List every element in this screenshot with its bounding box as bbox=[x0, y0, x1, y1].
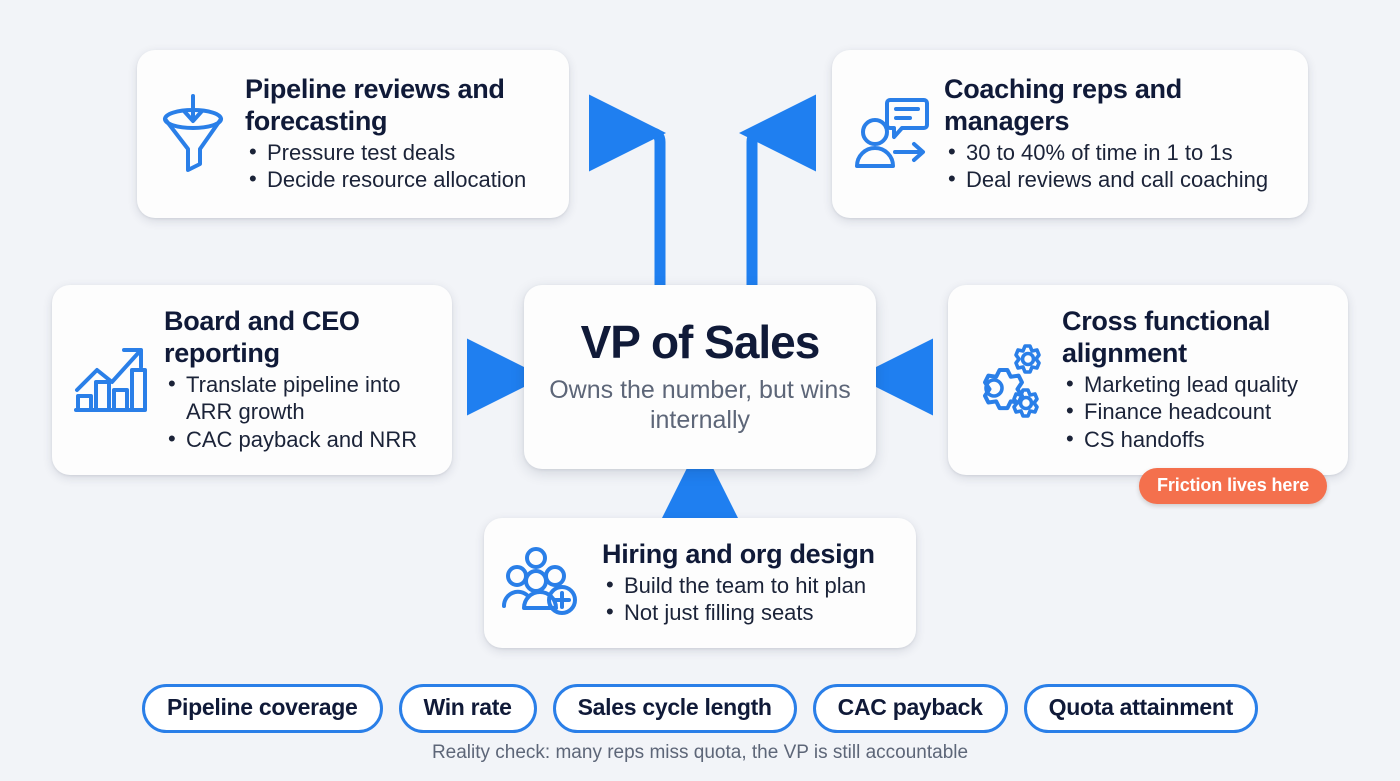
funnel-icon bbox=[155, 94, 231, 174]
list-item: Translate pipeline into ARR growth bbox=[164, 371, 434, 426]
reality-check-caption: Reality check: many reps miss quota, the… bbox=[431, 742, 969, 763]
pill-quota-attainment[interactable]: Quota attainment bbox=[1023, 684, 1258, 734]
pill-sales-cycle-length[interactable]: Sales cycle length bbox=[552, 684, 797, 734]
list-item: CAC payback and NRR bbox=[164, 426, 434, 454]
card-bullets: Build the team to hit plan Not just fill… bbox=[602, 572, 898, 628]
card-title: Cross functional alignment bbox=[1062, 305, 1271, 368]
card-bullets: Translate pipeline into ARR growth CAC p… bbox=[164, 371, 434, 454]
metric-pills-row: Pipeline coverage Win rate Sales cycle l… bbox=[0, 684, 1400, 734]
center-node-title: VP of Sales bbox=[580, 316, 821, 369]
list-item: Marketing lead quality bbox=[1062, 371, 1330, 399]
card-title: Hiring and org design bbox=[602, 538, 875, 569]
card-body: Hiring and org design Build the team to … bbox=[598, 539, 898, 628]
card-body: Pipeline reviews and forecasting Pressur… bbox=[245, 74, 551, 194]
friction-badge: Friction lives here bbox=[1139, 468, 1328, 504]
card-body: Coaching reps and managers 30 to 40% of … bbox=[944, 74, 1290, 194]
card-bullets: 30 to 40% of time in 1 to 1s Deal review… bbox=[944, 139, 1290, 195]
pill-cac-payback[interactable]: CAC payback bbox=[812, 684, 1008, 734]
card-body: Cross functional alignment Marketing lea… bbox=[1062, 306, 1330, 454]
pill-pipeline-coverage[interactable]: Pipeline coverage bbox=[142, 684, 383, 734]
arrow-to-coaching bbox=[739, 94, 816, 288]
pill-win-rate[interactable]: Win rate bbox=[398, 684, 537, 734]
card-body: Board and CEO reporting Translate pipeli… bbox=[164, 306, 434, 453]
list-item: Not just filling seats bbox=[602, 599, 898, 627]
arrow-to-pipeline bbox=[589, 94, 666, 288]
card-board-ceo-reporting[interactable]: Board and CEO reporting Translate pipeli… bbox=[52, 285, 452, 475]
list-item: Build the team to hit plan bbox=[602, 572, 898, 600]
card-title: Coaching reps and managers bbox=[944, 73, 1182, 136]
bar-chart-growth-icon bbox=[70, 340, 150, 420]
card-bullets: Pressure test deals Decide resource allo… bbox=[245, 139, 551, 195]
list-item: 30 to 40% of time in 1 to 1s bbox=[944, 139, 1290, 167]
card-coaching-reps[interactable]: Coaching reps and managers 30 to 40% of … bbox=[832, 50, 1308, 218]
card-pipeline-reviews[interactable]: Pipeline reviews and forecasting Pressur… bbox=[137, 50, 569, 218]
list-item: Finance headcount bbox=[1062, 398, 1330, 426]
list-item: Decide resource allocation bbox=[245, 166, 551, 194]
person-speech-bubble-icon bbox=[850, 94, 930, 174]
list-item: CS handoffs bbox=[1062, 426, 1330, 454]
people-add-icon bbox=[502, 544, 584, 622]
card-title: Pipeline reviews and forecasting bbox=[245, 73, 505, 136]
card-title: Board and CEO reporting bbox=[164, 306, 360, 369]
card-hiring-org-design[interactable]: Hiring and org design Build the team to … bbox=[484, 518, 916, 648]
gears-icon bbox=[966, 340, 1048, 420]
card-cross-functional-alignment[interactable]: Cross functional alignment Marketing lea… bbox=[948, 285, 1348, 475]
card-bullets: Marketing lead quality Finance headcount… bbox=[1062, 371, 1330, 454]
list-item: Deal reviews and call coaching bbox=[944, 166, 1290, 194]
list-item: Pressure test deals bbox=[245, 139, 551, 167]
center-node-vp-of-sales[interactable]: VP of Sales Owns the number, but wins in… bbox=[524, 285, 876, 469]
center-node-subtitle: Owns the number, but wins internally bbox=[549, 375, 851, 435]
